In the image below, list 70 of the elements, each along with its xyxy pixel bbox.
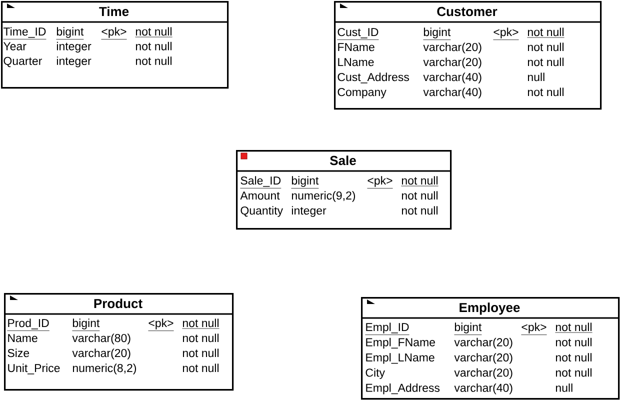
data-type: numeric(9,2)	[292, 191, 356, 202]
data-type: varchar(40)	[423, 88, 482, 98]
table-title: Customer	[437, 6, 498, 16]
constraint-label: not null	[182, 334, 218, 342]
data-type: bigint	[72, 318, 100, 331]
constraint-label: not null	[528, 88, 564, 96]
constraint-label: null	[528, 72, 544, 82]
data-type: numeric(8,2)	[72, 364, 136, 374]
column-name: LName	[338, 58, 374, 66]
column-name: Empl_FName	[366, 338, 435, 349]
column-name: FName	[338, 43, 374, 52]
column-name: Quantity	[240, 206, 283, 217]
constraint-label: not null	[402, 206, 438, 215]
data-type: bigint	[56, 27, 84, 40]
table-title: Product	[94, 298, 142, 308]
table-title: Sale	[330, 156, 356, 166]
column-name: Cust_ID	[337, 28, 379, 40]
column-name: Unit_Price	[8, 364, 60, 374]
constraint-label: not null	[556, 368, 592, 377]
constraint-label: not null	[135, 27, 172, 38]
constraint-label: not null	[401, 176, 438, 186]
column-name: Empl_Address	[366, 383, 440, 394]
column-name: Empl_ID	[365, 322, 410, 335]
column-name: Cust_Address	[338, 72, 409, 84]
data-type: integer	[292, 206, 326, 217]
column-name: Year	[3, 42, 26, 50]
constraint-label: not null	[182, 348, 218, 358]
data-type: integer	[56, 42, 92, 53]
constraint-label: not null	[528, 58, 564, 66]
column-name: City	[366, 368, 385, 379]
column-name: Time_ID	[3, 27, 46, 40]
data-type: varchar(20)	[454, 338, 512, 349]
constraint-label: not null	[555, 322, 592, 333]
data-type: integer	[56, 56, 92, 68]
data-type: varchar(20)	[454, 353, 512, 364]
constraint-label: not null	[556, 353, 592, 362]
data-type: bigint	[423, 28, 451, 40]
data-type: varchar(80)	[72, 334, 130, 344]
constraint-label: not null	[527, 28, 564, 38]
constraint-label: not null	[136, 56, 172, 66]
data-type: bigint	[454, 322, 482, 335]
data-type: varchar(40)	[423, 72, 482, 84]
key-label: <pk>	[148, 318, 174, 331]
key-label: <pk>	[101, 27, 127, 40]
data-type: varchar(20)	[454, 368, 512, 379]
constraint-label: null	[556, 383, 572, 392]
column-name: Empl_LName	[366, 353, 434, 364]
data-type: varchar(40)	[454, 383, 512, 394]
column-name: Quarter	[4, 56, 42, 68]
constraint-label: not null	[136, 42, 172, 50]
constraint-label: not null	[182, 364, 218, 372]
column-name: Prod_ID	[7, 318, 50, 331]
column-name: Company	[338, 88, 386, 98]
column-name: Name	[8, 334, 38, 342]
constraint-label: not null	[402, 191, 438, 200]
key-label: <pk>	[493, 28, 519, 40]
data-type: varchar(20)	[423, 58, 482, 68]
data-type: bigint	[291, 176, 319, 188]
data-type: varchar(20)	[423, 42, 482, 54]
constraint-label: not null	[528, 42, 564, 52]
table-title: Time	[99, 6, 129, 16]
data-type: varchar(20)	[72, 348, 130, 360]
key-label: <pk>	[367, 176, 393, 188]
column-name: Size	[8, 348, 30, 358]
column-name: Sale_ID	[240, 176, 282, 188]
constraint-label: not null	[556, 338, 592, 346]
constraint-label: not null	[182, 318, 220, 329]
column-name: Amount	[240, 192, 280, 200]
table-title: Employee	[460, 302, 520, 315]
key-label: <pk>	[521, 322, 547, 335]
